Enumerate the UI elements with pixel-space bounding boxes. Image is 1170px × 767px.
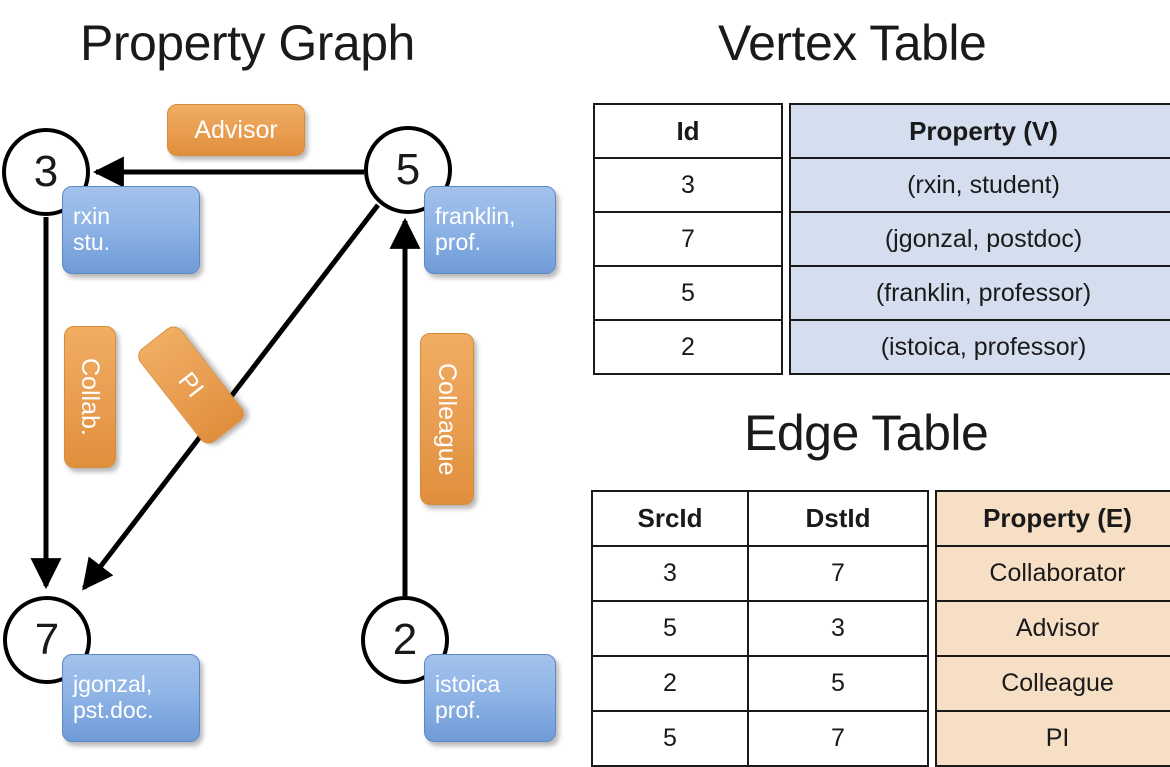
vertex-cell-property: (istoica, professor) [789, 319, 1170, 375]
graph-node-5[interactable]: 5 [364, 126, 452, 214]
column-gap [782, 104, 790, 158]
table-row: 5 7 PI [591, 710, 1170, 767]
edge-chip-colleague: Colleague [420, 333, 474, 505]
column-gap [782, 266, 790, 320]
column-gap [928, 711, 936, 766]
vertex-cell-property: (jgonzal, postdoc) [789, 211, 1170, 267]
table-row: 3 7 Collaborator [591, 545, 1170, 602]
graph-node-2[interactable]: 2 [361, 596, 449, 684]
column-gap [782, 158, 790, 212]
edge-cell-dst: 3 [747, 600, 929, 657]
edge-table-header-property: Property (E) [935, 490, 1170, 547]
property-graph-diagram: 3 5 7 2 rxin stu. franklin, prof. jgonza… [0, 0, 585, 760]
vertex-chip-7-line2: pst.doc. [73, 697, 154, 723]
column-gap [928, 656, 936, 711]
column-gap [928, 546, 936, 601]
vertex-chip-5: franklin, prof. [424, 186, 556, 274]
vertex-chip-2: istoica prof. [424, 654, 556, 742]
edge-cell-dst: 5 [747, 655, 929, 712]
vertex-chip-3: rxin stu. [62, 186, 200, 274]
vertex-table-header-id: Id [593, 103, 783, 159]
edge-chip-advisor: Advisor [167, 104, 305, 156]
table-row: 2 5 Colleague [591, 655, 1170, 712]
table-row: 5 3 Advisor [591, 600, 1170, 657]
column-gap [782, 320, 790, 374]
vertex-chip-5-line1: franklin, [435, 203, 516, 230]
vertex-cell-id: 2 [593, 319, 783, 375]
edge-table-header-row: SrcId DstId Property (E) [591, 490, 1170, 547]
vertex-chip-2-line2: prof. [435, 697, 482, 723]
column-gap [928, 601, 936, 656]
vertex-cell-property: (franklin, professor) [789, 265, 1170, 321]
table-row: 3 (rxin, student) [593, 157, 1170, 213]
edge-cell-src: 3 [591, 545, 749, 602]
page-title-edge-table: Edge Table [744, 405, 989, 461]
vertex-cell-id: 5 [593, 265, 783, 321]
edge-cell-dst: 7 [747, 545, 929, 602]
vertex-table-header-row: Id Property (V) [593, 103, 1170, 159]
edge-table: SrcId DstId Property (E) 3 7 Collaborato… [591, 490, 1170, 767]
column-gap [782, 212, 790, 266]
edge-table-header-srcid: SrcId [591, 490, 749, 547]
edge-cell-src: 5 [591, 600, 749, 657]
edge-cell-src: 5 [591, 710, 749, 767]
vertex-cell-property: (rxin, student) [789, 157, 1170, 213]
vertex-table-header-property: Property (V) [789, 103, 1170, 159]
vertex-chip-5-line2: prof. [435, 229, 482, 255]
table-row: 2 (istoica, professor) [593, 319, 1170, 375]
vertex-chip-3-line1: rxin [73, 203, 111, 230]
vertex-cell-id: 3 [593, 157, 783, 213]
vertex-chip-2-line1: istoica [435, 671, 501, 698]
vertex-chip-7-line1: jgonzal, [73, 671, 153, 698]
page-title-property-graph: Property Graph [80, 15, 415, 71]
edge-cell-property: PI [935, 710, 1170, 767]
vertex-chip-3-line2: stu. [73, 229, 111, 255]
vertex-table: Id Property (V) 3 (rxin, student) 7 (jgo… [593, 103, 1170, 375]
edge-cell-dst: 7 [747, 710, 929, 767]
table-row: 5 (franklin, professor) [593, 265, 1170, 321]
edge-cell-property: Advisor [935, 600, 1170, 657]
page-title-vertex-table: Vertex Table [718, 15, 987, 71]
vertex-cell-id: 7 [593, 211, 783, 267]
vertex-chip-7: jgonzal, pst.doc. [62, 654, 200, 742]
edge-cell-property: Colleague [935, 655, 1170, 712]
edge-chip-collab: Collab. [64, 326, 116, 468]
table-row: 7 (jgonzal, postdoc) [593, 211, 1170, 267]
edge-cell-src: 2 [591, 655, 749, 712]
edge-cell-property: Collaborator [935, 545, 1170, 602]
edge-table-header-dstid: DstId [747, 490, 929, 547]
column-gap [928, 491, 936, 546]
